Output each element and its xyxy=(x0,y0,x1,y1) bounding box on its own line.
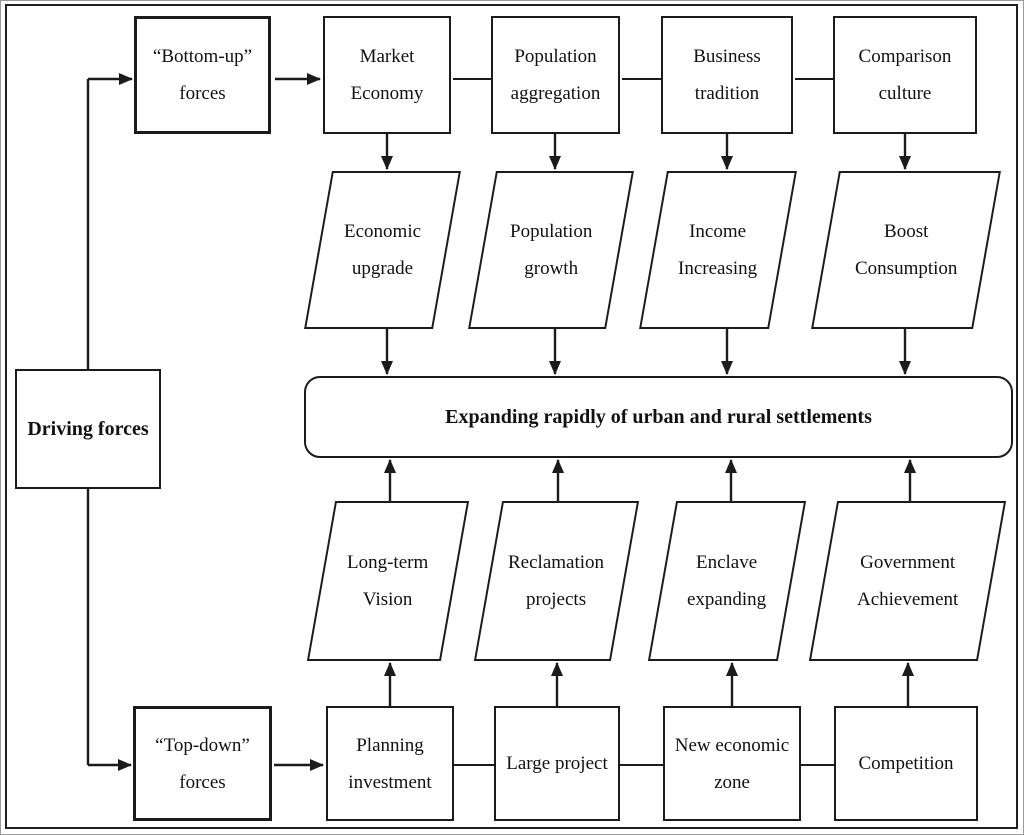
box-new-economic-zone: New economic zone xyxy=(663,706,801,821)
box-population-aggregation: Population aggregation xyxy=(491,16,620,134)
box-comparison-culture: Comparison culture xyxy=(833,16,977,134)
population-growth-line2: growth xyxy=(524,258,578,279)
income-increasing-line1: Income xyxy=(689,221,747,242)
new-economic-zone-line2: zone xyxy=(714,771,750,793)
reclamation-projects-line2: projects xyxy=(526,589,587,610)
long-term-vision-line2: Vision xyxy=(363,589,413,610)
population-aggregation-line2: aggregation xyxy=(510,83,601,104)
center-result-box: Expanding rapidly of urban and rural set… xyxy=(304,376,1013,458)
competition-label: Competition xyxy=(858,753,954,774)
enclave-expanding-line1: Enclave xyxy=(696,552,758,573)
driving-forces-label: Driving forces xyxy=(27,417,149,440)
box-driving-forces: Driving forces xyxy=(15,369,161,489)
parallelogram-long-term-vision: Long-term Vision xyxy=(306,501,470,661)
population-aggregation-line1: Population xyxy=(514,46,597,67)
government-achievement-line1: Government xyxy=(860,552,955,573)
comparison-culture-line1: Comparison xyxy=(858,46,952,67)
box-bottom-up-forces: “Bottom-up” forces xyxy=(134,16,271,134)
enclave-expanding-line2: expanding xyxy=(687,589,767,610)
market-economy-line1: Market xyxy=(359,46,415,67)
parallelogram-population-growth: Population growth xyxy=(468,171,634,329)
reclamation-projects-line1: Reclamation xyxy=(508,552,605,573)
comparison-culture-line2: culture xyxy=(878,83,932,104)
box-planning-investment: Planning investment xyxy=(326,706,454,821)
parallelogram-government-achievement: Government Achievement xyxy=(808,501,1007,661)
box-large-project: Large project xyxy=(494,706,620,821)
boost-consumption-line2: Consumption xyxy=(854,258,958,279)
bottom-up-line1: “Bottom-up” xyxy=(152,46,253,67)
bottom-up-line2: forces xyxy=(179,83,226,104)
box-market-economy: Market Economy xyxy=(323,16,451,134)
government-achievement-line2: Achievement xyxy=(856,589,959,610)
business-tradition-line2: tradition xyxy=(694,83,760,104)
boost-consumption-line1: Boost xyxy=(883,221,929,242)
parallelogram-boost-consumption: Boost Consumption xyxy=(811,171,1001,329)
box-competition: Competition xyxy=(834,706,978,821)
new-economic-zone-line1: New economic xyxy=(674,734,790,756)
business-tradition-line1: Business xyxy=(693,46,761,67)
column-arrows xyxy=(381,134,916,706)
plain-connectors xyxy=(453,78,834,766)
box-top-down-forces: “Top-down” forces xyxy=(133,706,272,821)
top-down-line2: forces xyxy=(179,771,226,793)
spine-connectors xyxy=(86,73,324,771)
income-increasing-line2: Increasing xyxy=(678,258,758,279)
economic-upgrade-line2: upgrade xyxy=(351,258,414,279)
parallelogram-reclamation-projects: Reclamation projects xyxy=(473,501,640,661)
economic-upgrade-line1: Economic xyxy=(343,221,422,242)
planning-investment-line2: investment xyxy=(348,771,432,793)
planning-investment-line1: Planning xyxy=(356,734,424,756)
market-economy-line2: Economy xyxy=(350,83,424,104)
box-business-tradition: Business tradition xyxy=(661,16,793,134)
top-down-line1: “Top-down” xyxy=(155,734,250,756)
long-term-vision-line1: Long-term xyxy=(347,552,429,573)
center-result-label: Expanding rapidly of urban and rural set… xyxy=(445,405,872,428)
population-growth-line1: Population xyxy=(509,221,593,242)
large-project-label: Large project xyxy=(506,753,608,774)
